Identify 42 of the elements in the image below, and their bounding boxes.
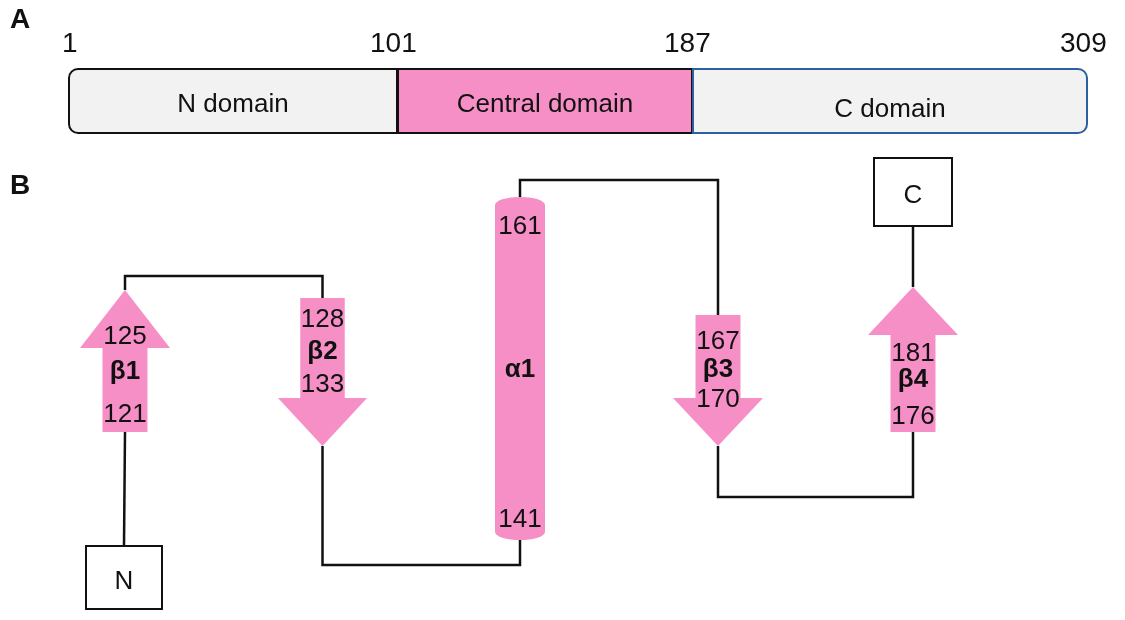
terminus-label: N: [113, 566, 135, 594]
domain-label: C domain: [833, 94, 947, 122]
residue-number: 133: [299, 369, 346, 397]
connector-line: [716, 432, 915, 499]
domain-label: Central domain: [455, 89, 635, 117]
residue-number: 125: [102, 321, 148, 349]
residue-number: 167: [695, 326, 741, 354]
residue-number: 161: [497, 211, 543, 239]
strand-label: β1: [108, 356, 142, 384]
beta-strand-arrow: [278, 298, 367, 446]
connector-line: [123, 274, 324, 298]
beta-strand-arrow: [673, 315, 763, 446]
residue-number: 101: [370, 28, 417, 58]
connector-line: [122, 432, 127, 545]
domain-segment: [397, 68, 693, 134]
strand-label: β3: [701, 354, 735, 382]
residue-number: 187: [664, 28, 711, 58]
terminus-box: [85, 545, 163, 610]
panel-letter: A: [10, 4, 31, 34]
residue-number: 309: [1060, 28, 1107, 58]
helix-cylinder: [495, 197, 545, 540]
residue-number: 1: [62, 28, 78, 58]
domain-segment: [692, 68, 1088, 134]
domain-segment: [68, 68, 398, 134]
residue-number: 176: [890, 401, 936, 429]
connector-line: [911, 227, 915, 287]
beta-strand-arrow: [868, 287, 958, 432]
beta-strand-arrow: [80, 290, 170, 432]
residue-number: 128: [299, 304, 346, 332]
connector-line: [321, 446, 522, 567]
strand-label: β4: [896, 364, 930, 392]
terminus-box: [873, 157, 953, 227]
strand-label: β2: [306, 336, 339, 364]
connector-line: [518, 178, 720, 315]
panel-letter: B: [10, 170, 31, 200]
residue-number: 170: [695, 384, 741, 412]
helix-label: α1: [503, 354, 537, 382]
residue-number: 121: [102, 399, 148, 427]
terminus-label: C: [902, 180, 924, 208]
residue-number: 141: [497, 504, 543, 532]
domain-label: N domain: [176, 89, 290, 117]
residue-number: 181: [890, 338, 936, 366]
